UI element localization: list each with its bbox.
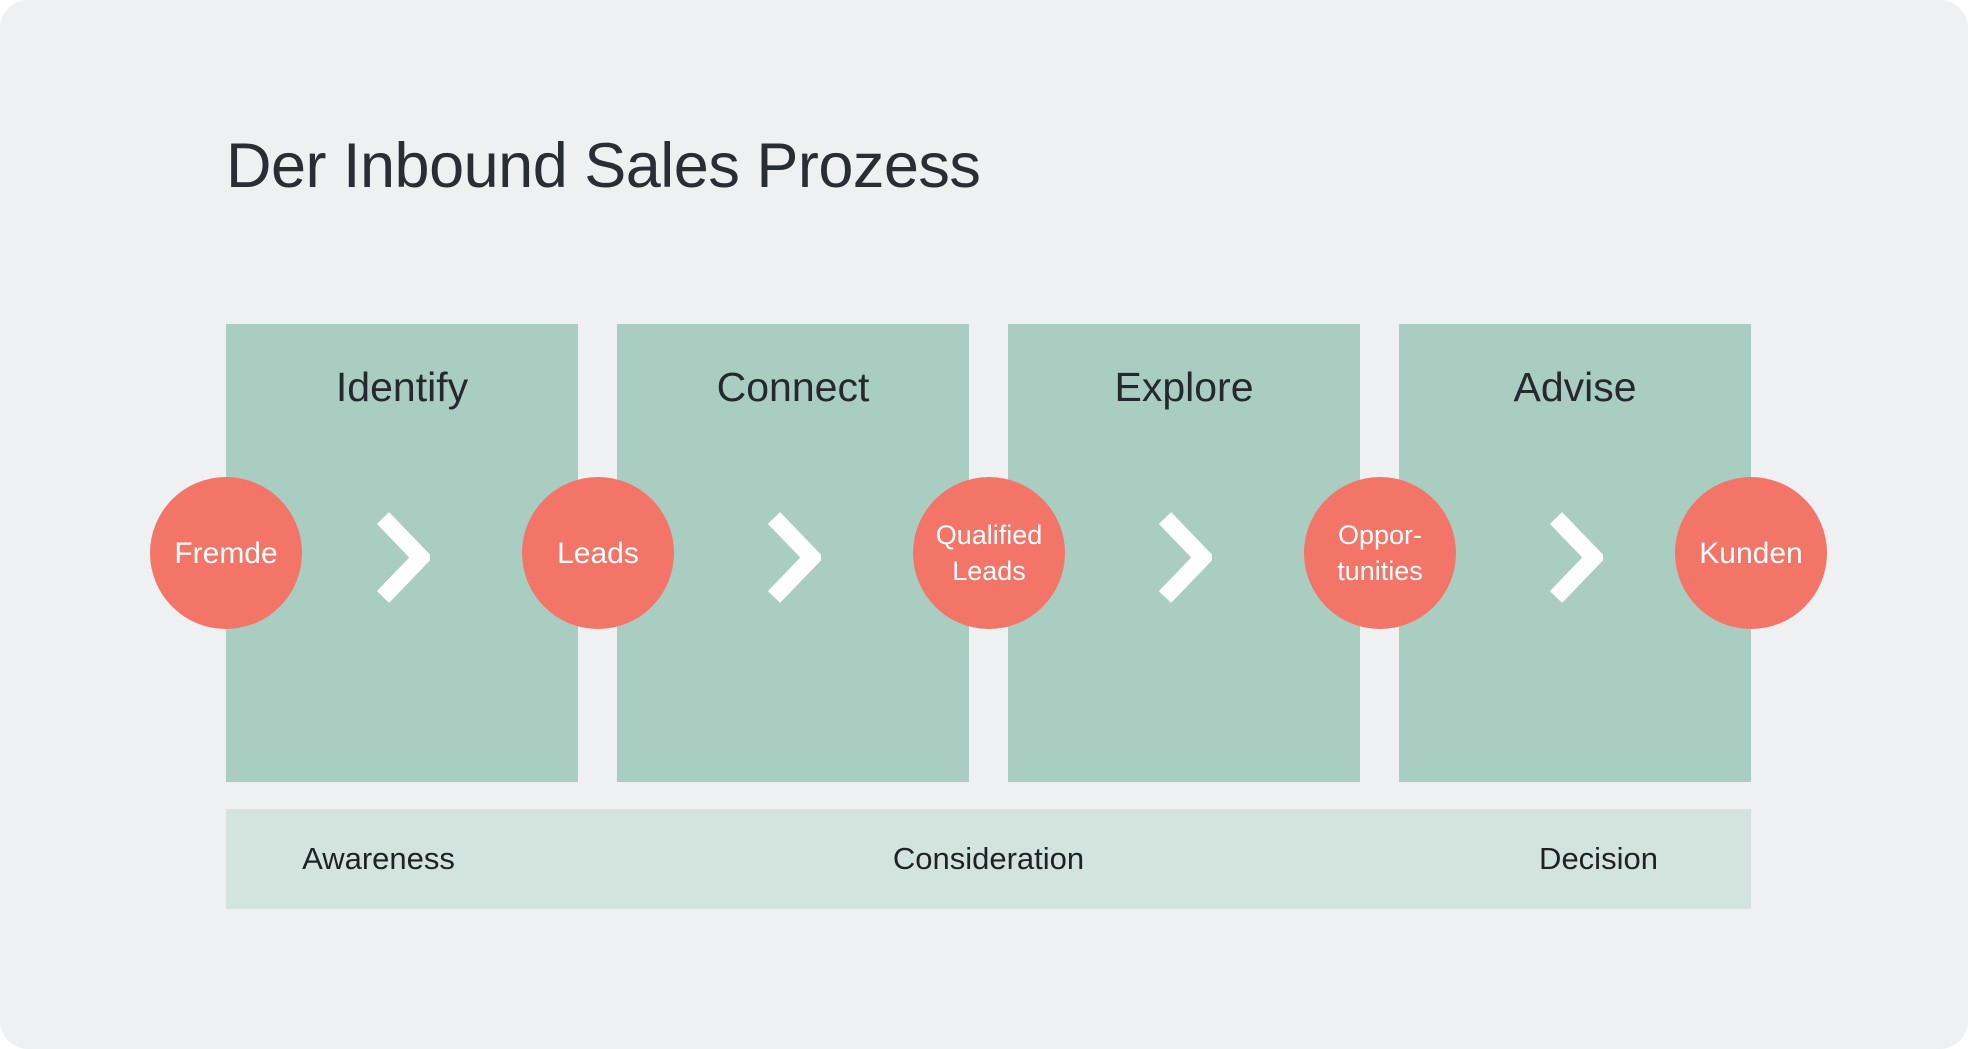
- journey-label-consideration: Consideration: [892, 841, 1085, 876]
- stage-label: Explore: [1114, 364, 1254, 410]
- stage-box-explore: Explore: [1008, 324, 1360, 782]
- milestone-label: Leads: [557, 536, 639, 570]
- milestone-label: Kunden: [1699, 536, 1803, 570]
- milestone-label: Qualified: [935, 520, 1043, 550]
- journey-label-decision: Decision: [1539, 841, 1658, 876]
- milestone-circle-kunden: Kunden: [1675, 477, 1827, 629]
- chevron-right-icon: [1158, 512, 1212, 603]
- milestone-circle-opportunities: Oppor- tunities: [1304, 477, 1456, 629]
- milestone-label-line2: Leads: [952, 556, 1026, 586]
- milestone-circle-qualified-leads: Qualified Leads: [913, 477, 1065, 629]
- chevron-right-icon: [376, 512, 430, 603]
- milestone-label-line2: tunities: [1337, 556, 1423, 586]
- page-title: Der Inbound Sales Prozess: [226, 131, 981, 201]
- chevron-right-icon: [1549, 512, 1603, 603]
- stage-label: Advise: [1513, 364, 1637, 410]
- stage-label: Connect: [716, 364, 870, 410]
- stage-box-connect: Connect: [617, 324, 969, 782]
- stage-label: Identify: [335, 364, 469, 410]
- milestone-label: Fremde: [174, 536, 278, 570]
- chevron-right-icon: [767, 512, 821, 603]
- milestone-circle-fremde: Fremde: [150, 477, 302, 629]
- journey-label-awareness: Awareness: [302, 841, 455, 876]
- buyers-journey-bar: Awareness Consideration Decision: [226, 809, 1751, 909]
- milestone-label: Oppor-: [1337, 520, 1423, 550]
- milestone-circle-leads: Leads: [522, 477, 674, 629]
